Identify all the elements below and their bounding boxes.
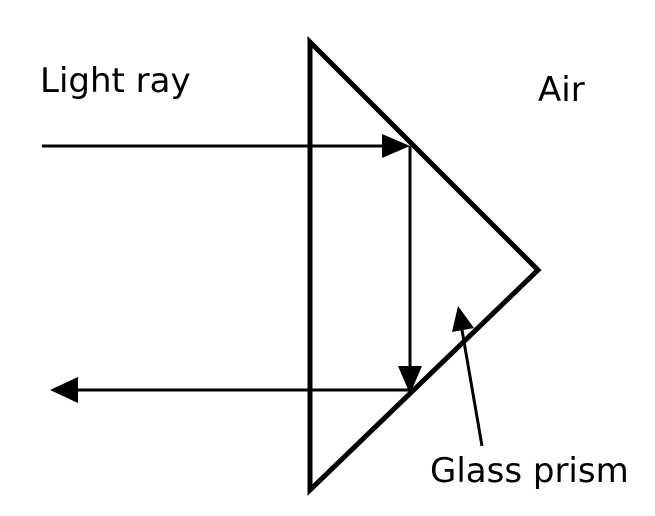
light-ray-label: Light ray <box>40 61 191 101</box>
glass-prism-shape <box>307 35 542 496</box>
outgoing-ray-arrowhead <box>50 377 78 403</box>
incoming-ray-arrowhead <box>382 134 410 158</box>
glass-prism-pointer-line <box>460 329 484 447</box>
air-label: Air <box>538 70 585 110</box>
glass-prism-pointer-arrowhead <box>452 306 474 332</box>
glass-prism-label: Glass prism <box>430 451 629 491</box>
reflected-ray-arrowhead <box>398 366 422 394</box>
